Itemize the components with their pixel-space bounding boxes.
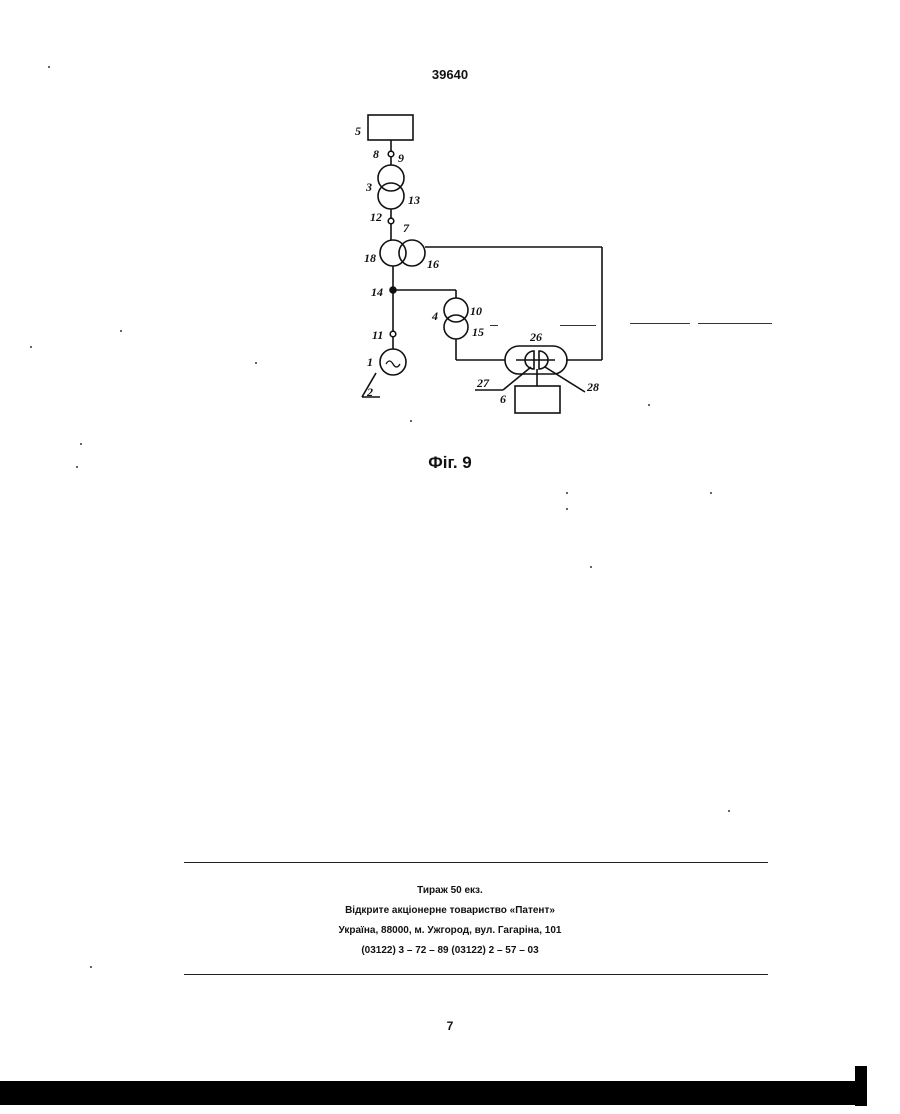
- scan-speck: [80, 443, 82, 445]
- label-28: 28: [586, 380, 599, 394]
- label-7: 7: [403, 221, 410, 235]
- imprint-address: Україна, 88000, м. Ужгород, вул. Гагарін…: [0, 921, 900, 941]
- label-9: 9: [398, 151, 404, 165]
- label-4: 4: [431, 309, 438, 323]
- figure-caption: Фіг. 9: [0, 453, 900, 473]
- label-6: 6: [500, 392, 506, 406]
- label-15: 15: [472, 325, 484, 339]
- label-14: 14: [371, 285, 383, 299]
- label-1: 1: [367, 355, 373, 369]
- scan-speck: [90, 966, 92, 968]
- label-10: 10: [470, 304, 482, 318]
- block-6: [515, 386, 560, 413]
- circuit-diagram: 5 8 9 3 13 12 7 18 16 14 10 4 15 11 26 1…: [0, 0, 900, 480]
- scan-speck: [120, 330, 122, 332]
- transformer-3-lower-coil: [378, 183, 404, 209]
- scan-speck: [48, 66, 50, 68]
- generator-1-sine: [386, 361, 400, 367]
- imprint-top-rule: [184, 862, 768, 863]
- scan-speck: [566, 508, 568, 510]
- generator-1: [380, 349, 406, 375]
- label-12: 12: [370, 210, 382, 224]
- scan-artifact-line: [490, 325, 498, 326]
- scan-edge-bar: [0, 1081, 865, 1105]
- label-27: 27: [476, 376, 490, 390]
- transformer-7-right-coil: [399, 240, 425, 266]
- scan-edge-bar-tip: [855, 1066, 867, 1106]
- block-5: [368, 115, 413, 140]
- label-13: 13: [408, 193, 420, 207]
- label-16: 16: [427, 257, 439, 271]
- label-8: 8: [373, 147, 379, 161]
- scan-artifact-line: [560, 325, 596, 326]
- page-number: 7: [0, 1019, 900, 1033]
- scan-speck: [728, 810, 730, 812]
- label-5: 5: [355, 124, 361, 138]
- scan-speck: [566, 492, 568, 494]
- scan-artifact-line: [698, 323, 772, 324]
- terminal-11: [390, 331, 396, 337]
- scan-speck: [410, 420, 412, 422]
- transformer-4-lower-coil: [444, 315, 468, 339]
- label-11: 11: [372, 328, 383, 342]
- imprint-print-run: Тираж 50 екз.: [0, 881, 900, 901]
- scan-speck: [590, 566, 592, 568]
- scan-speck: [648, 404, 650, 406]
- leader-28: [545, 367, 585, 392]
- label-18: 18: [364, 251, 376, 265]
- imprint-block: Тираж 50 екз. Відкрите акціонерне товари…: [0, 881, 900, 961]
- imprint-bottom-rule: [184, 974, 768, 975]
- terminal-8-9: [388, 151, 394, 157]
- imprint-phones: (03122) 3 – 72 – 89 (03122) 2 – 57 – 03: [0, 941, 900, 961]
- label-26: 26: [529, 330, 542, 344]
- scan-speck: [710, 492, 712, 494]
- terminal-12: [388, 218, 394, 224]
- scan-speck: [30, 346, 32, 348]
- imprint-publisher: Відкрите акціонерне товариство «Патент»: [0, 901, 900, 921]
- scan-artifact-line: [630, 323, 690, 324]
- scan-speck: [255, 362, 257, 364]
- label-3: 3: [365, 180, 372, 194]
- label-2: 2: [366, 385, 373, 399]
